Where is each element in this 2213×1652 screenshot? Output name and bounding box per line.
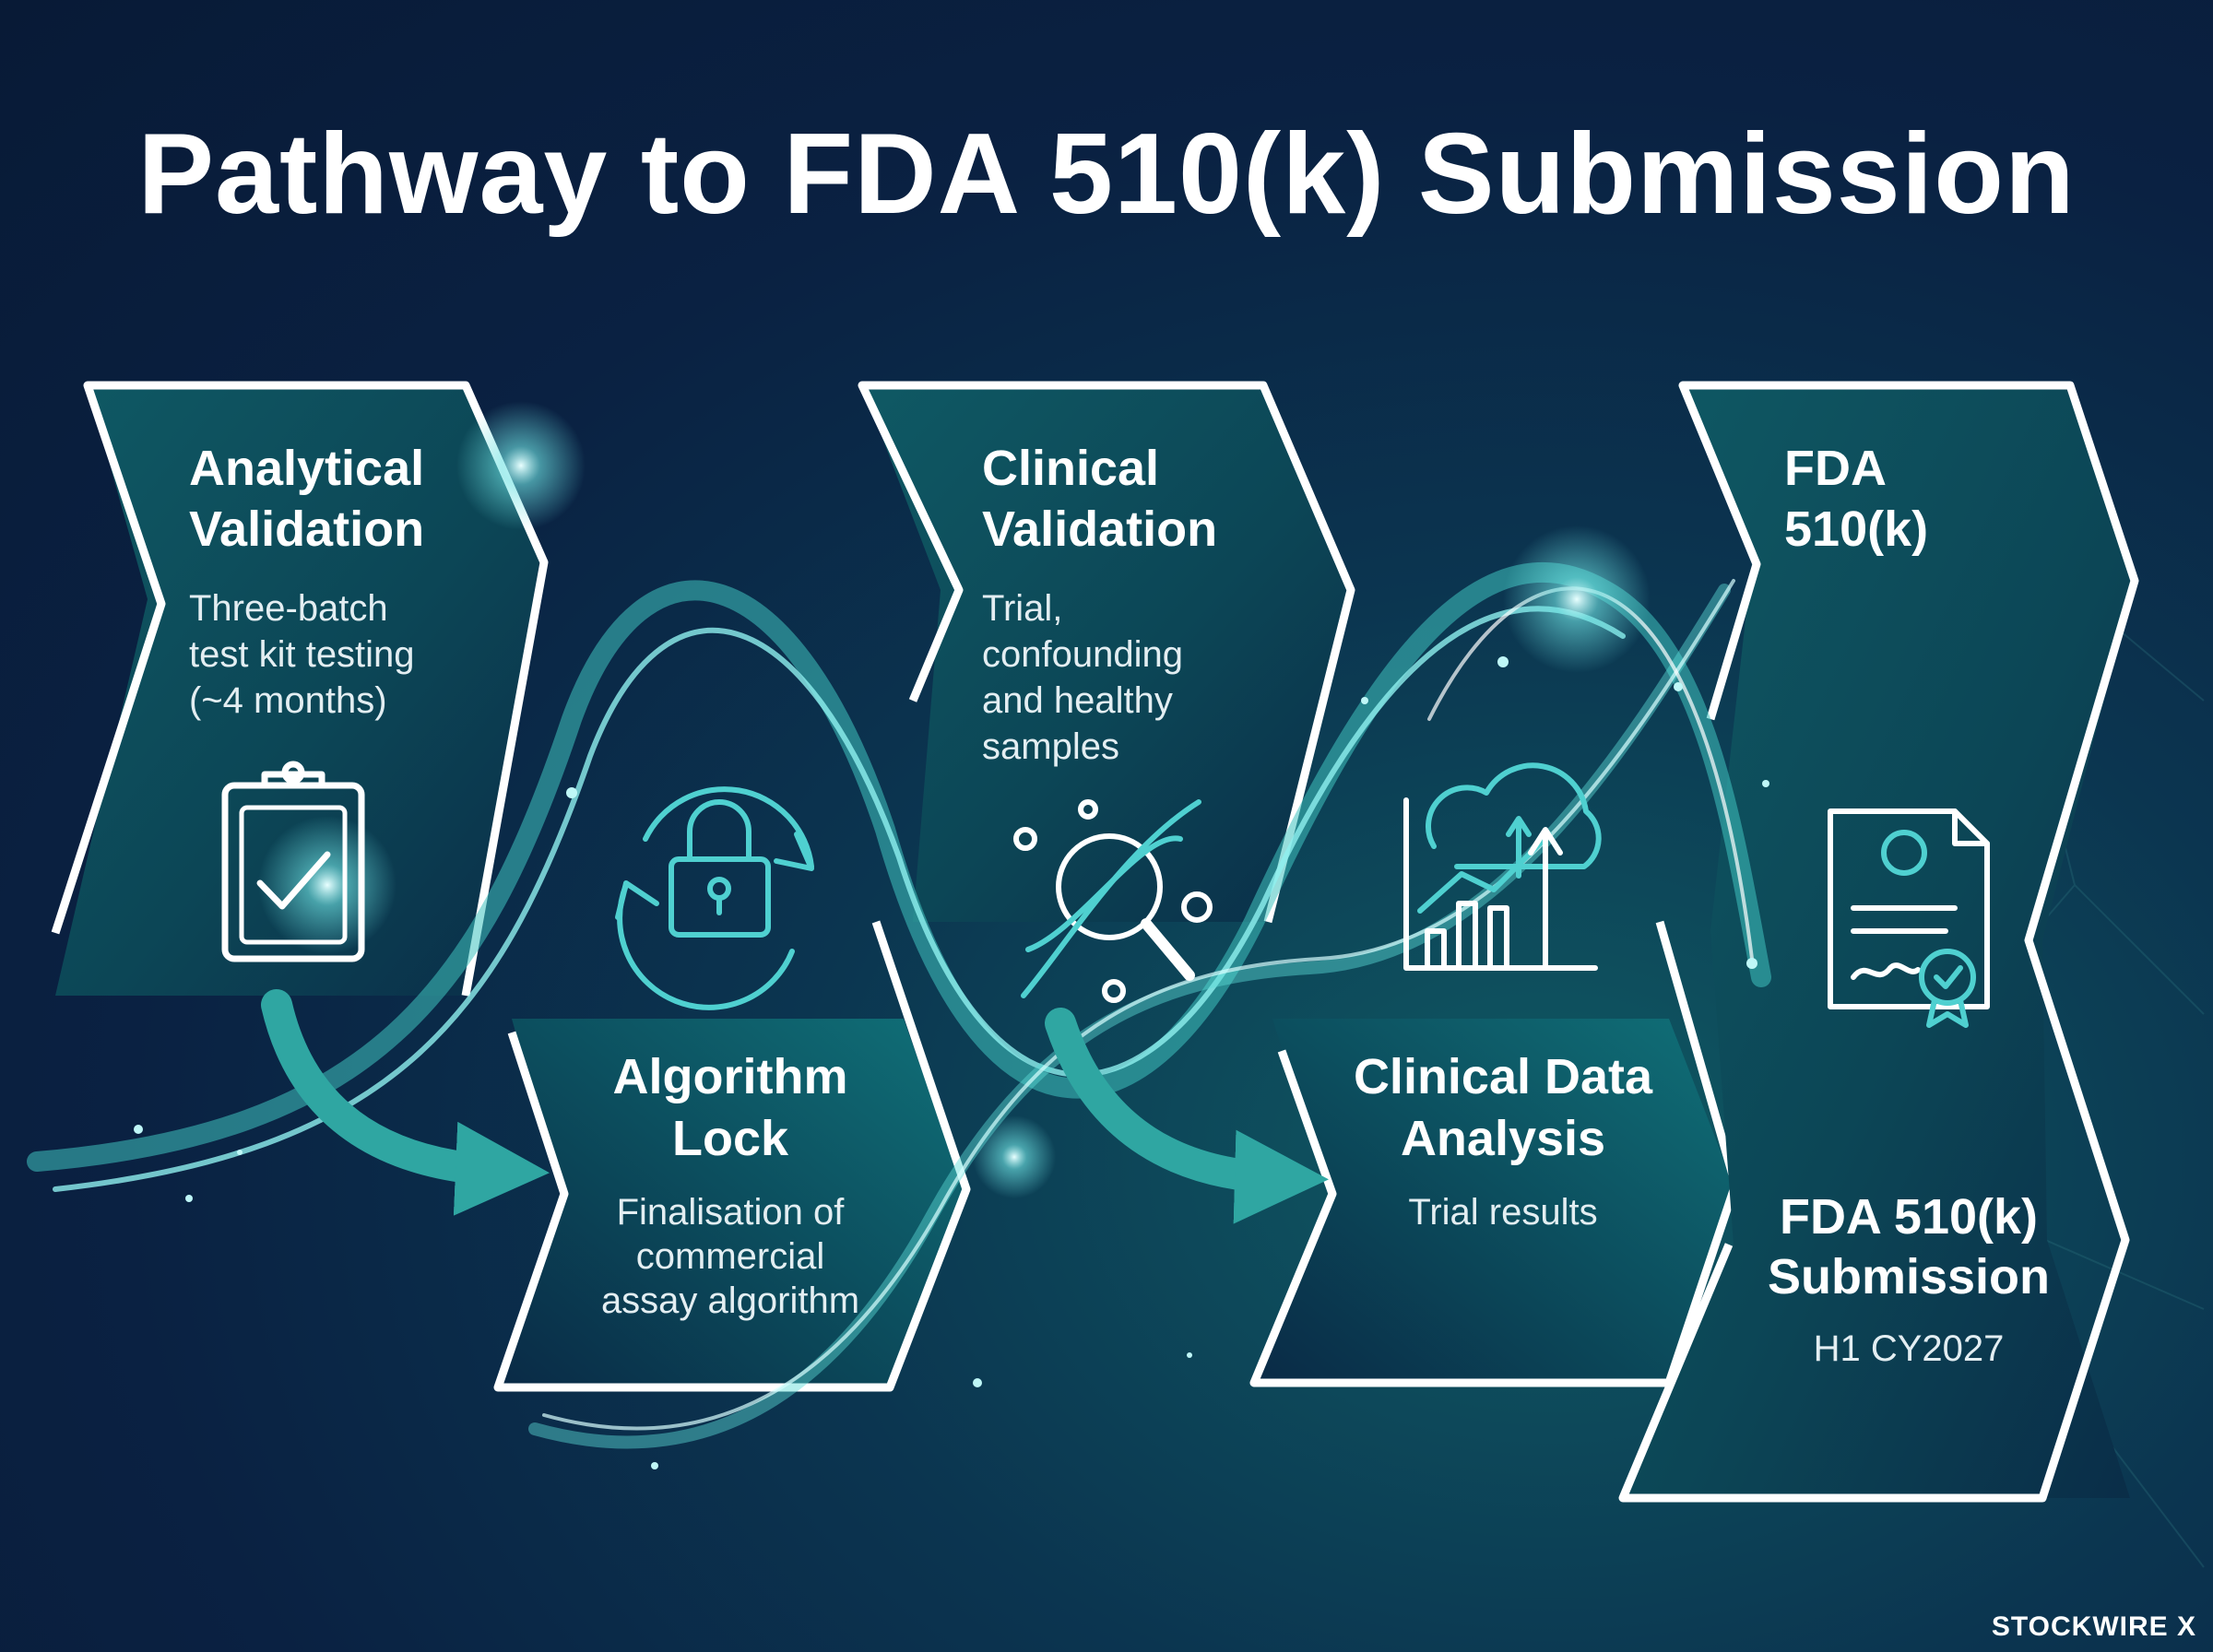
step-analytical-validation-heading-line1: Analytical — [189, 441, 425, 496]
step-fda-submission-heading-line2: Submission — [1767, 1249, 2051, 1304]
panel-analytical-validation — [55, 385, 539, 996]
step-clinical-data-analysis-heading-line1: Clinical Data — [1353, 1049, 1653, 1104]
step-fda-510k-heading-line2: 510(k) — [1784, 502, 1929, 557]
step-clinical-data-analysis-heading-line2: Analysis — [1400, 1111, 1606, 1166]
panel-clinical-data-analysis — [1254, 1019, 1734, 1383]
step-clinical-data-analysis-desc-line1: Trial results — [1408, 1192, 1598, 1233]
clipboard-check-icon — [221, 761, 365, 962]
lock-cycle-icon — [615, 786, 814, 1010]
panel-fda-510k-outline — [1618, 381, 2139, 1503]
panel-clinical-validation-outline — [858, 381, 1355, 924]
step-clinical-validation-heading-line2: Validation — [982, 502, 1218, 557]
step-analytical-validation-desc-line2: test kit testing — [189, 634, 415, 675]
dna-magnifier-icon — [1013, 799, 1213, 1003]
sparkle-dots — [134, 656, 1769, 1469]
certificate-icon — [1828, 808, 1990, 1028]
step-fda-510k-heading-line1: FDA — [1784, 441, 1887, 496]
panel-analytical-validation-outline — [51, 381, 549, 997]
step-algorithm-lock-heading-line2: Lock — [671, 1111, 789, 1166]
brand-logo: STOCKWIRE X — [1991, 1611, 2196, 1642]
step-algorithm-lock-desc-line1: Finalisation of — [616, 1192, 845, 1233]
step-algorithm-lock-heading-line1: Algorithm — [612, 1049, 848, 1104]
step-analytical-validation-heading-line2: Validation — [189, 502, 425, 557]
step-clinical-validation-desc-line1: Trial, — [982, 588, 1063, 629]
step-analytical-validation-desc-line3: (~4 months) — [189, 680, 387, 721]
panel-clinical-validation — [862, 385, 1351, 922]
page-title: Pathway to FDA 510(k) Submission — [137, 111, 2076, 238]
step-fda-submission-desc-line1: H1 CY2027 — [1813, 1328, 2005, 1369]
step-clinical-validation-desc-line3: and healthy — [982, 680, 1173, 721]
cloud-analytics-icon — [1403, 762, 1602, 971]
step-clinical-validation-heading-line1: Clinical — [982, 441, 1160, 496]
step-fda-submission-heading-line1: FDA 510(k) — [1779, 1189, 2039, 1245]
step-analytical-validation-desc-line1: Three-batch — [189, 588, 388, 629]
step-clinical-validation-desc-line2: confounding — [982, 634, 1183, 675]
panel-algorithm-lock — [498, 1019, 964, 1387]
arrow-to-algorithm-lock — [261, 989, 550, 1216]
arrow-to-clinical-data-analysis — [1045, 1008, 1329, 1224]
step-algorithm-lock-desc-line2: commercial — [635, 1236, 825, 1277]
step-algorithm-lock-desc-line3: assay algorithm — [600, 1280, 860, 1321]
panel-fda-510k — [1623, 385, 2135, 1498]
panel-algorithm-lock-outline — [493, 920, 971, 1392]
step-clinical-validation-desc-line4: samples — [982, 726, 1119, 767]
